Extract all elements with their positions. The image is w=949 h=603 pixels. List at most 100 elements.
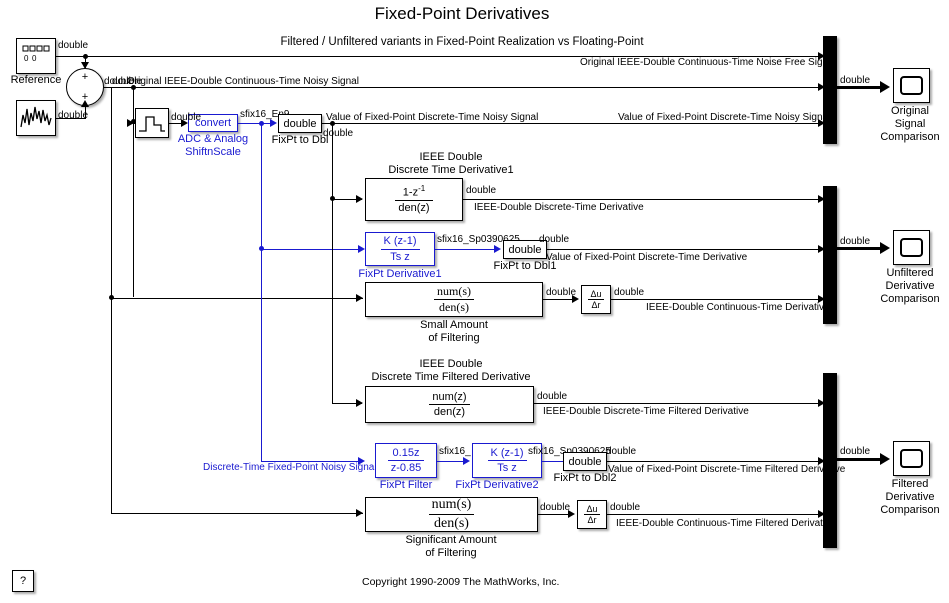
scope-unfiltered-derivative-comparison[interactable] (893, 230, 930, 265)
arrow-head (494, 245, 501, 253)
fixpt-derivative1-block[interactable]: K (z-1) Ts z (365, 232, 435, 266)
arrow-head (818, 52, 825, 60)
wire-fixpt-deriv1-out (435, 249, 497, 250)
ieee-disc-deriv1-label-line2: Discrete Time Derivative1 (388, 164, 514, 176)
ieee-discrete-derivative1-block[interactable]: 1-z-1 den(z) (365, 178, 463, 221)
tf-denominator: z-0.85 (390, 462, 422, 474)
wire-mux2-out (837, 247, 885, 250)
wire-to-fixpt-filter (261, 461, 361, 462)
signal-label-small-filt-out: double (546, 287, 577, 298)
mux-block-filtered[interactable] (823, 373, 837, 548)
tf-numerator: K (z-1) (487, 447, 527, 461)
wire-fixpt-dbl1-out (547, 249, 825, 250)
derivative-filtered-block[interactable]: Δu Δr (577, 500, 607, 529)
signal-label-fixpt-dbl-out: double (323, 128, 354, 139)
arrow-head (81, 100, 89, 107)
arrow-head (880, 453, 890, 465)
signal-label-orig-noisy: Original IEEE-Double Continuous-Time Noi… (127, 76, 359, 87)
page-title: Fixed-Point Derivatives (374, 4, 550, 23)
wire-to-zoh-2 (133, 123, 135, 124)
junction-dot (259, 246, 264, 251)
arrow-head (270, 119, 277, 127)
page-subtitle: Filtered / Unfiltered variants in Fixed-… (280, 36, 644, 48)
signal-label-fixpt-filt-deriv-name: Value of Fixed-Point Discrete-Time Filte… (608, 464, 846, 475)
signal-label-fixpt-deriv-name: Value of Fixed-Point Discrete-Time Deriv… (546, 252, 748, 263)
derivative-numerator: Δu (588, 288, 604, 300)
arrow-head (818, 399, 825, 407)
wire-fixpt-dbl2-out (607, 461, 825, 462)
significant-filtering-label-line1: Significant Amount (405, 534, 497, 546)
ieee-disc-filt-label-line1: IEEE Double (419, 358, 483, 370)
derivative-expression: Δu Δr (584, 504, 600, 525)
signal-label-ieee-disc-filt-name: IEEE-Double Discrete-Time Filtered Deriv… (543, 406, 749, 417)
small-amount-filtering-block[interactable]: num(s) den(s) (365, 282, 543, 317)
wire-ref-out (56, 56, 86, 57)
small-filtering-label-line1: Small Amount (420, 319, 488, 331)
transfer-function-expression: num(s) den(s) (434, 284, 474, 315)
significant-filtering-label-line2: of Filtering (425, 547, 477, 559)
scope-filtered-derivative-comparison[interactable] (893, 441, 930, 476)
significant-amount-filtering-block[interactable]: num(s) den(s) (365, 497, 538, 532)
arrow-head (818, 83, 825, 91)
wire-deriv-filt-out (607, 514, 825, 515)
arrow-head (356, 509, 363, 517)
scope-filtered-label-line3: Comparison (880, 504, 940, 516)
fixpt-to-dbl1-label: FixPt to Dbl1 (493, 260, 557, 272)
tf-numerator-exponent: -1 (418, 183, 426, 193)
fixpt-to-dbl-block[interactable]: double (278, 114, 322, 133)
fixpt-to-dbl1-block[interactable]: double (503, 240, 547, 259)
wire-noise-up (85, 106, 86, 119)
transfer-function-expression: num(z) den(z) (429, 391, 470, 419)
mux-block-original[interactable] (823, 36, 837, 144)
fixpt-derivative2-block[interactable]: K (z-1) Ts z (472, 443, 542, 478)
fixpt-filter-block[interactable]: 0.15z z-0.85 (375, 443, 437, 478)
scope-original-label-line3: Comparison (880, 131, 940, 143)
tf-numerator: 1-z (402, 186, 419, 199)
fixpt-to-dbl2-text: double (568, 455, 602, 468)
derivative-denominator: Δr (591, 300, 601, 310)
ieee-discrete-filtered-derivative-block[interactable]: num(z) den(z) (365, 386, 534, 423)
adc-block-label-line2: ShiftnScale (185, 146, 241, 158)
signal-label-ieee-disc-deriv-out: double (466, 185, 497, 196)
signal-label-ref-out: double (58, 40, 89, 51)
arrow-head (568, 510, 575, 518)
wire-to-ieee-disc-filt (332, 403, 362, 404)
signal-label-noise-out: double (58, 110, 89, 121)
arrow-head (818, 245, 825, 253)
arrow-head (356, 294, 363, 302)
arrow-head (127, 119, 134, 127)
help-button[interactable]: ? (12, 570, 34, 592)
zero-order-hold-block[interactable] (135, 108, 169, 138)
signal-label-ieee-cont-filt-name: IEEE-Double Continuous-Time Filtered Der… (616, 518, 836, 529)
arrow-head (356, 195, 363, 203)
scope-unfiltered-label-line2: Derivative (885, 280, 935, 292)
sum-plus-top: + (81, 71, 89, 83)
tf-numerator: K (z-1) (380, 235, 420, 250)
reference-block[interactable]: 0 0 (16, 38, 56, 74)
transfer-function-expression: 0.15z z-0.85 (387, 447, 425, 475)
signal-label-adc-out: sfix16_En9 (240, 109, 290, 120)
wire-zoh-out (169, 123, 183, 124)
noise-source-block[interactable] (16, 100, 56, 136)
reference-block-label: Reference (10, 74, 62, 86)
signal-label-zoh-out: double (171, 112, 202, 123)
fixpt-to-dbl2-block[interactable]: double (563, 452, 607, 471)
wire-sum-down (133, 87, 134, 297)
wire-mux1-out (837, 86, 885, 89)
scope-filtered-label-line1: Filtered (891, 478, 929, 490)
wire-fixpt-deriv2-out (542, 461, 578, 462)
derivative-unfiltered-block[interactable]: Δu Δr (581, 285, 611, 314)
signal-label-fixpt-deriv2-out: sfix16_Sp0390625 (528, 446, 611, 458)
arrow-head (818, 295, 825, 303)
wire-sig-filter-out (538, 514, 571, 515)
signal-label-sig-filt-out: double (540, 502, 571, 513)
arrow-head (356, 399, 363, 407)
wire-ieee-disc-deriv1-out (463, 199, 825, 200)
arrow-head (818, 119, 825, 127)
scope-original-signal-comparison[interactable] (893, 68, 930, 103)
adc-convert-block[interactable]: convert (188, 114, 238, 132)
signal-label-fixpt-filter-out: sfix16_ (439, 446, 471, 457)
mux-block-unfiltered[interactable] (823, 186, 837, 324)
signal-label-sum-out-b: double (112, 76, 143, 87)
